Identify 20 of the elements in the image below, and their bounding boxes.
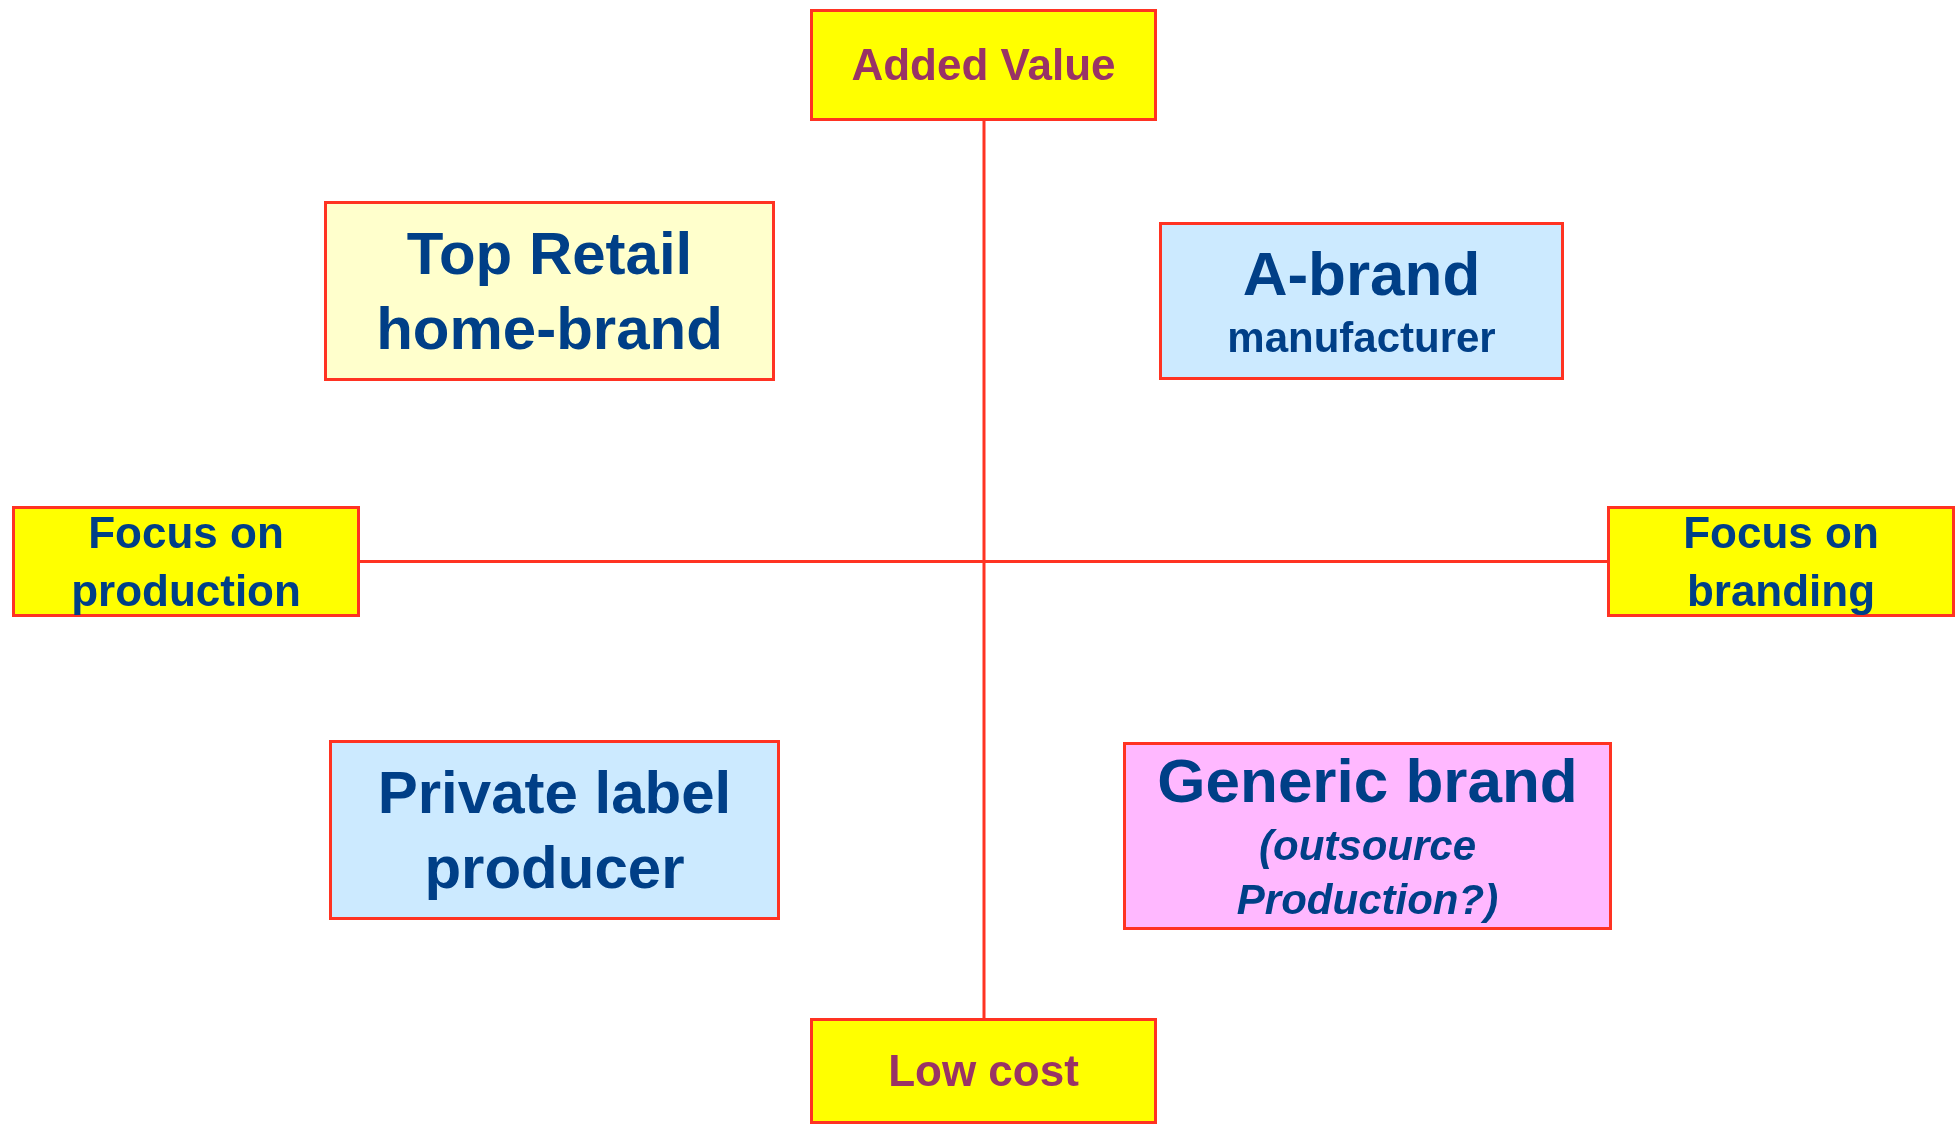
axis-line (982, 121, 986, 1018)
box-title: Added Value (851, 39, 1116, 92)
quadrant-box (1123, 742, 1612, 930)
quadrant-box (329, 740, 780, 920)
box-title: Focus on branding (1682, 507, 1880, 617)
box-title: Private label producer (376, 758, 733, 903)
box-title: Focus on production (70, 507, 302, 617)
box-subtitle: (outsource Production?) (1235, 820, 1500, 926)
box-title: Low cost (888, 1045, 1079, 1098)
quadrant-box (324, 201, 775, 381)
box-subtitle: manufacturer (1227, 312, 1496, 363)
axis-label-box (810, 1018, 1157, 1124)
box-title: A-brand (1242, 237, 1481, 310)
axis-line (360, 560, 1607, 563)
axis-label-box (810, 9, 1157, 121)
axis-label-box (1607, 506, 1955, 617)
box-title: Generic brand (1157, 745, 1578, 818)
axis-label-box (12, 506, 360, 617)
quadrant-box (1159, 222, 1564, 380)
box-title: Top Retail home-brand (375, 219, 724, 364)
